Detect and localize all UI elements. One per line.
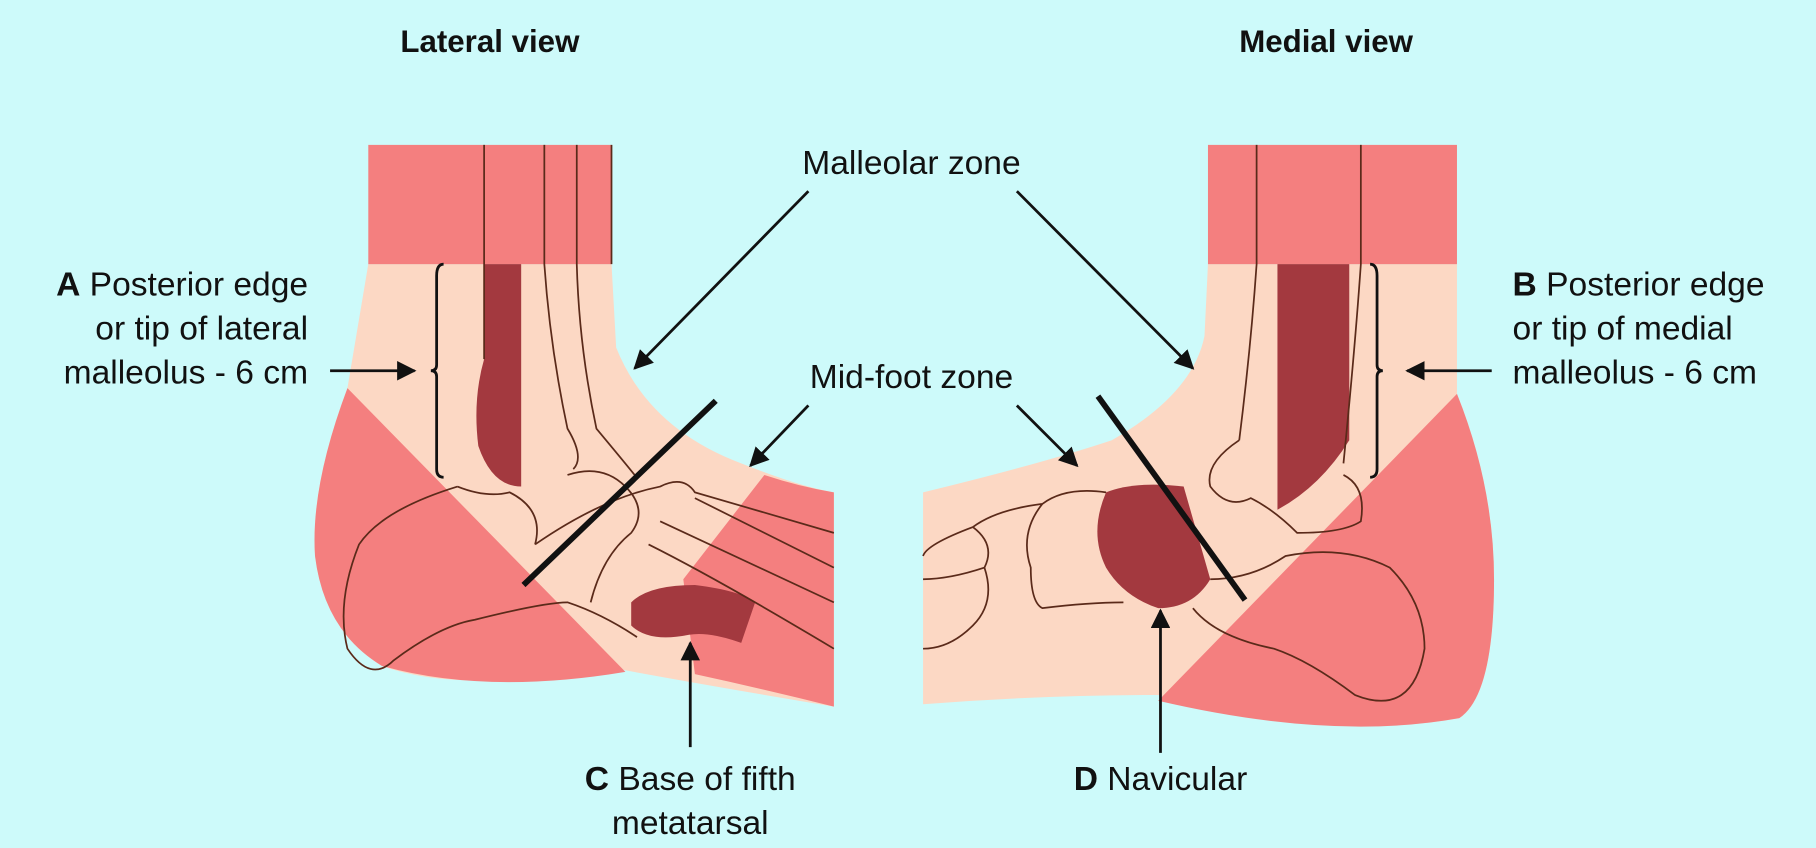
label-a-line: malleolus - 6 cm bbox=[64, 354, 308, 391]
arrow-malleolar-lateral bbox=[633, 190, 810, 370]
svg-text:C Base of fifth: C Base of fifth bbox=[585, 761, 796, 798]
label-c: C Base of fifth metatarsal bbox=[585, 761, 796, 842]
label-c-line: metatarsal bbox=[612, 805, 769, 842]
malleolar-zone-label: Malleolar zone bbox=[802, 145, 1020, 182]
medial-view-title: Medial view bbox=[1239, 24, 1413, 59]
medial-midfoot-line bbox=[1095, 394, 1248, 602]
label-a: A Posterior edge or tip of lateral malle… bbox=[56, 266, 308, 391]
lateral-leg-zone bbox=[368, 144, 612, 265]
medial-foot bbox=[922, 144, 1495, 727]
lateral-view-title: Lateral view bbox=[400, 24, 580, 59]
arrow-midfoot-lateral bbox=[749, 404, 810, 468]
svg-text:B Posterior edge: B Posterior edge bbox=[1513, 266, 1765, 303]
label-d: D Navicular bbox=[1074, 761, 1248, 798]
medial-bone-outlines bbox=[922, 144, 1426, 702]
lateral-midfoot-line bbox=[521, 398, 718, 588]
fifth-metatarsal-base bbox=[631, 584, 756, 643]
label-b-line: or tip of medial bbox=[1513, 310, 1733, 347]
midfoot-zone-label: Mid-foot zone bbox=[810, 359, 1013, 396]
medial-leg-zone bbox=[1207, 144, 1457, 265]
medial-malleolus bbox=[1277, 264, 1350, 510]
lateral-foot bbox=[314, 144, 835, 707]
lateral-bone-outlines bbox=[342, 144, 835, 671]
lateral-heel-zone bbox=[314, 388, 626, 683]
lateral-malleolus bbox=[476, 264, 522, 487]
lateral-brace bbox=[430, 262, 444, 479]
label-b: B Posterior edge or tip of medial malleo… bbox=[1513, 266, 1765, 391]
pointer-arrows bbox=[330, 190, 1492, 753]
label-c-line: Base of fifth bbox=[618, 761, 795, 798]
lateral-forefoot-zone bbox=[683, 474, 834, 707]
label-d-line: Navicular bbox=[1107, 761, 1247, 798]
label-b-letter: B bbox=[1513, 266, 1537, 303]
label-b-line: Posterior edge bbox=[1546, 266, 1764, 303]
svg-text:D Navicular: D Navicular bbox=[1074, 761, 1248, 798]
label-a-line: or tip of lateral bbox=[95, 310, 308, 347]
label-c-letter: C bbox=[585, 761, 609, 798]
medial-heel-zone bbox=[1158, 393, 1495, 727]
label-a-line: Posterior edge bbox=[90, 266, 308, 303]
label-d-letter: D bbox=[1074, 761, 1098, 798]
arrow-midfoot-medial bbox=[1015, 404, 1079, 468]
svg-text:A Posterior edge: A Posterior edge bbox=[56, 266, 308, 303]
medial-brace bbox=[1369, 262, 1383, 479]
arrow-malleolar-medial bbox=[1015, 190, 1195, 370]
label-a-letter: A bbox=[56, 266, 80, 303]
label-b-line: malleolus - 6 cm bbox=[1513, 354, 1757, 391]
